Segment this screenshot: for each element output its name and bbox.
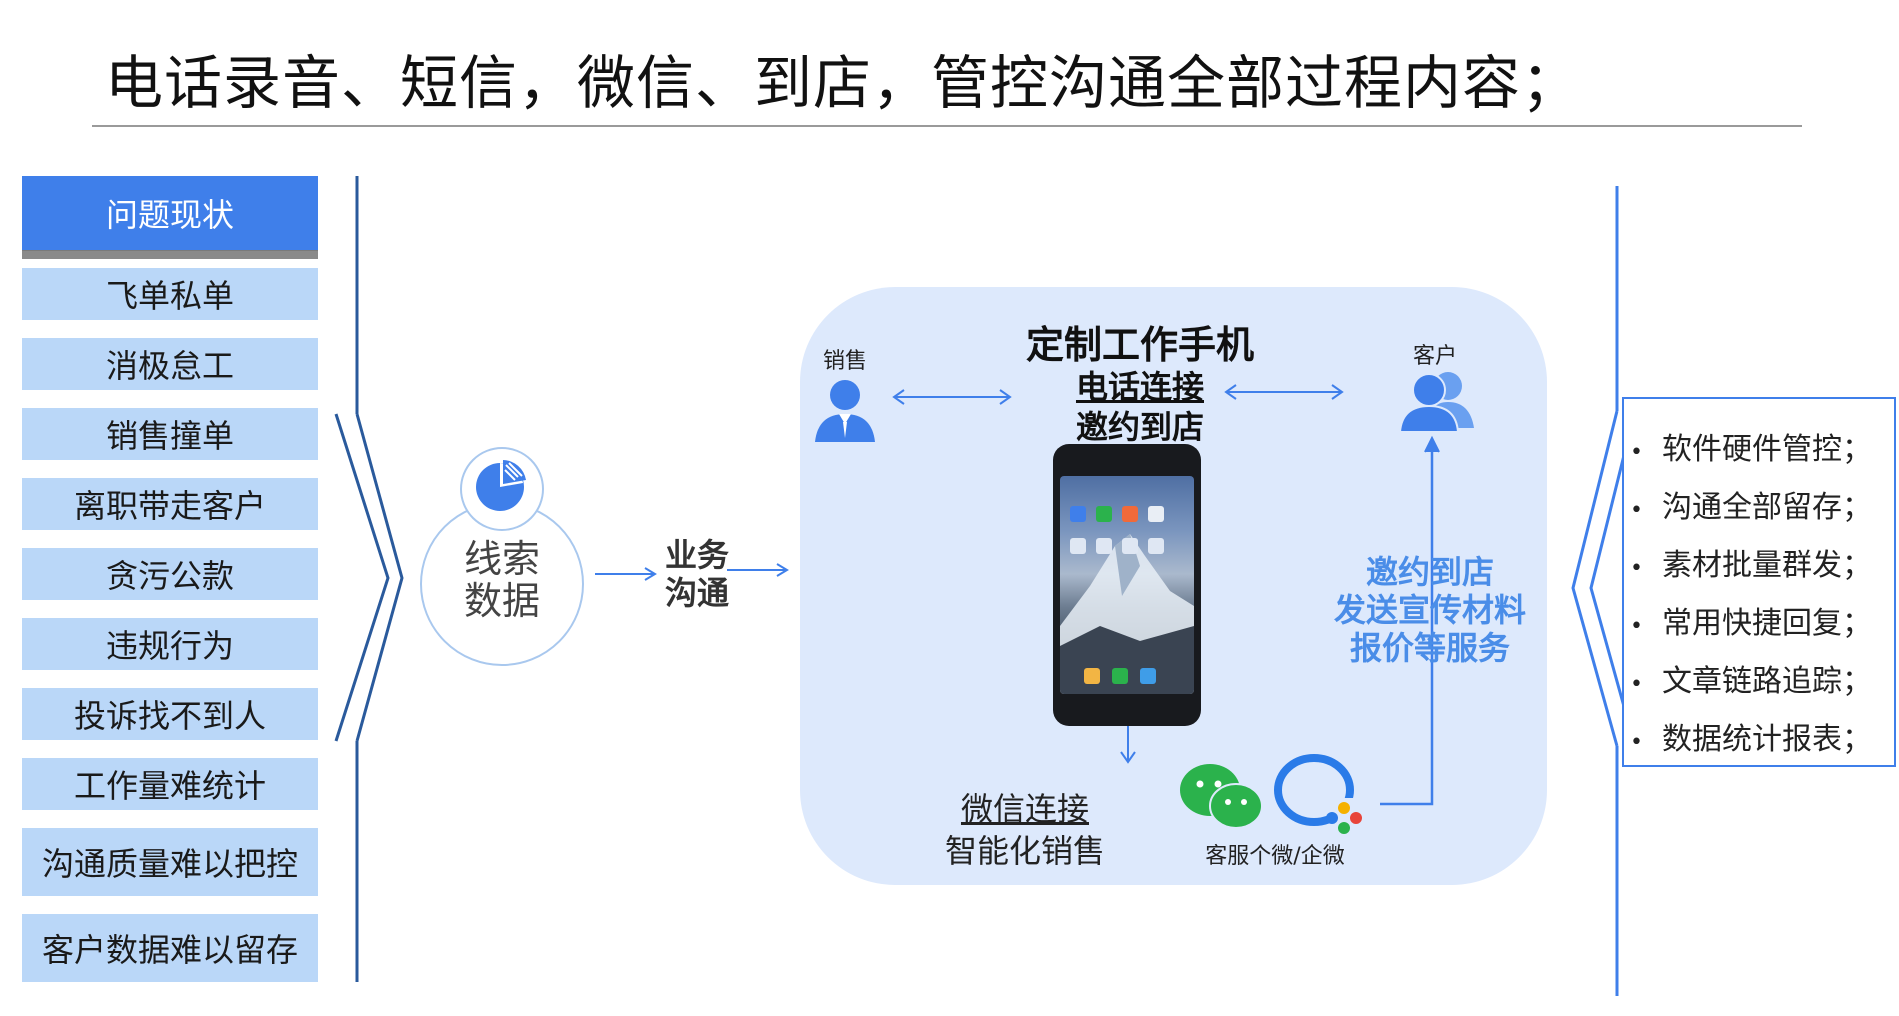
salesperson-icon <box>815 380 875 442</box>
work-wechat-icon <box>1274 754 1364 834</box>
invite-line3: 报价等服务 <box>1349 629 1510 667</box>
phone-screen <box>1060 476 1194 694</box>
customer-label: 客户 <box>1412 344 1457 369</box>
phone-screen-art <box>1060 506 1194 694</box>
problem-item: 沟通质量难以把控 <box>22 828 318 896</box>
left-divider-chevron <box>334 176 404 982</box>
invite-services-label: 邀约到店 发送宣传材料 报价等服务 <box>1330 553 1530 667</box>
problem-item: 客户数据难以留存 <box>22 914 318 982</box>
business-line1: 业务 <box>664 536 729 574</box>
problem-item: 违规行为 <box>22 618 318 670</box>
feature-item: •沟通全部留存； <box>1630 490 1872 525</box>
problem-item: 工作量难统计 <box>22 758 318 810</box>
feature-text: 沟通全部留存； <box>1662 490 1872 525</box>
problem-item: 飞单私单 <box>22 268 318 320</box>
feature-text: 数据统计报表； <box>1662 722 1872 757</box>
feature-item: •常用快捷回复； <box>1630 606 1872 641</box>
problem-item: 离职带走客户 <box>22 478 318 530</box>
feature-text: 常用快捷回复； <box>1662 606 1872 641</box>
feature-item: •文章链路追踪； <box>1630 664 1872 699</box>
wechat-connect-label: 微信连接 智能化销售 <box>945 788 1105 872</box>
phone-title: 定制工作手机 <box>1025 323 1254 367</box>
feature-text: 文章链路追踪； <box>1662 664 1872 699</box>
problems-header-separator <box>22 251 318 259</box>
problems-header: 问题现状 <box>22 176 318 250</box>
feature-item: •软件硬件管控； <box>1630 432 1872 467</box>
business-line2: 沟通 <box>664 574 729 612</box>
features-box <box>1622 397 1896 767</box>
wechat-icon <box>1180 764 1263 829</box>
kefu-wechat-label: 客服个微/企微 <box>1205 844 1345 869</box>
invite-line2: 发送宣传材料 <box>1333 591 1526 629</box>
problem-item: 投诉找不到人 <box>22 688 318 740</box>
feature-item: •素材批量群发； <box>1630 548 1872 583</box>
wechat-line2: 智能化销售 <box>945 832 1106 870</box>
phone-down-arrow <box>1120 726 1136 764</box>
feature-text: 素材批量群发； <box>1662 548 1872 583</box>
phone-invite-label: 邀约到店 <box>1075 408 1204 446</box>
customer-group-icon <box>1398 372 1474 433</box>
flow-arrows <box>595 563 789 581</box>
page-title: 电话录音、短信，微信、到店，管控沟通全部过程内容； <box>105 49 1581 117</box>
invite-return-arrow <box>1380 435 1440 806</box>
sales-label: 销售 <box>822 349 867 374</box>
sales-phone-arrow <box>892 389 1012 405</box>
feature-text: 软件硬件管控； <box>1662 432 1872 467</box>
problem-item: 贪污公款 <box>22 548 318 600</box>
lead-line1: 线索 <box>463 537 540 581</box>
right-divider-chevron <box>1571 186 1637 996</box>
lead-data-label: 线索 数据 <box>420 538 584 622</box>
phone-call-label: 电话连接 <box>1075 368 1204 406</box>
phone-customer-arrow <box>1224 384 1344 400</box>
problem-item: 销售撞单 <box>22 408 318 460</box>
invite-line1: 邀约到店 <box>1365 553 1494 591</box>
pie-chart-icon <box>476 460 526 511</box>
title-divider <box>92 125 1802 127</box>
lead-line2: 数据 <box>463 579 540 623</box>
feature-item: •数据统计报表； <box>1630 722 1872 757</box>
business-comm-label: 业务 沟通 <box>657 536 737 612</box>
problem-item: 消极怠工 <box>22 338 318 390</box>
wechat-line1: 微信连接 <box>960 790 1089 828</box>
